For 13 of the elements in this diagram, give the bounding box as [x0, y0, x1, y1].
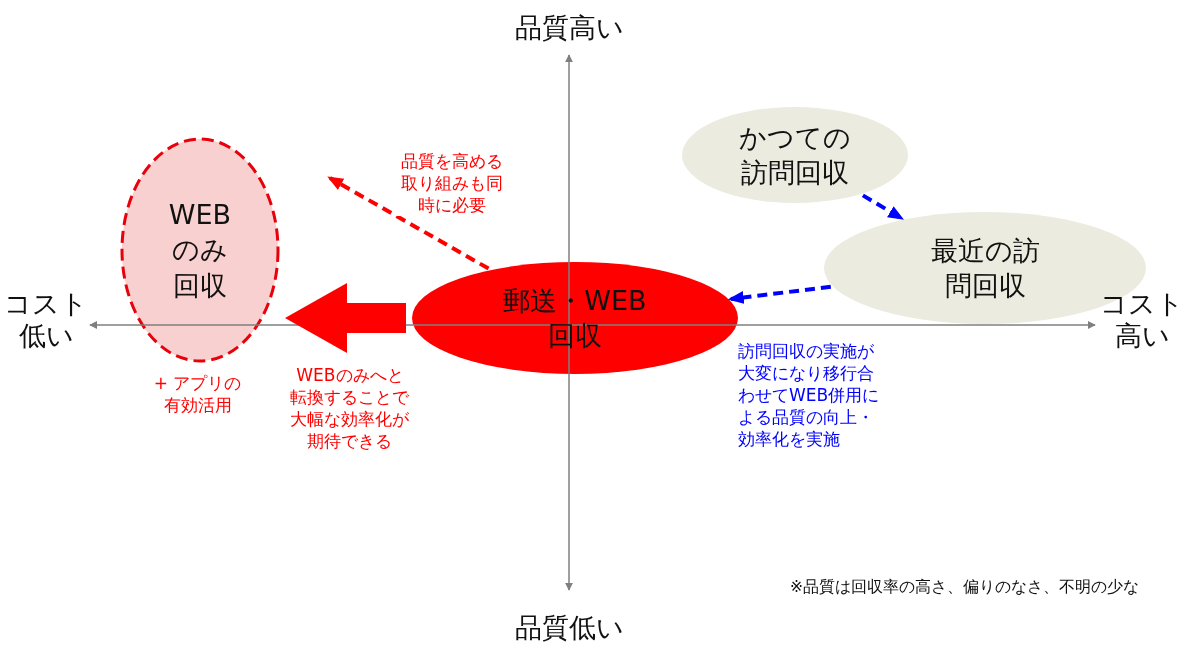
- node-label: WEBのみ回収: [167, 198, 233, 303]
- axis-label: 品質高い: [513, 12, 625, 45]
- node-label: かつての訪問回収: [738, 120, 852, 190]
- arrow: [727, 284, 832, 304]
- axis-label: コスト高い: [1100, 288, 1184, 353]
- node-label: 郵送・WEB回収: [502, 283, 648, 353]
- axis-label: コスト低い: [4, 288, 88, 353]
- node-label: 最近の訪問回収: [929, 233, 1041, 303]
- arrow: [327, 176, 490, 271]
- note-text: + アプリの有効活用: [152, 372, 243, 417]
- footnote: ※品質は回収率の高さ、偏りのなさ、不明の少な: [790, 578, 1140, 597]
- arrow: [861, 193, 905, 220]
- axis-label: 品質低い: [513, 612, 625, 645]
